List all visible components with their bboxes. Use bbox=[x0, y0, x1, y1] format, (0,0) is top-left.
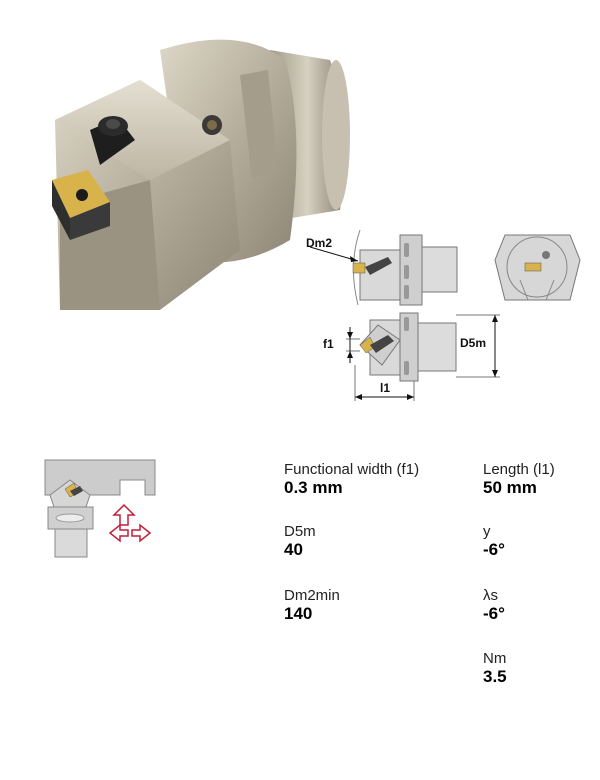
side-view-drawing bbox=[309, 229, 458, 306]
spec-value: 0.3 mm bbox=[284, 478, 343, 497]
l1-label: l1 bbox=[380, 381, 391, 395]
spec-value: 140 bbox=[284, 604, 313, 623]
dm2-label: Dm2 bbox=[306, 236, 333, 250]
spec-y: y -6° bbox=[483, 523, 505, 560]
d5m-label: D5m bbox=[460, 336, 487, 350]
product-photo bbox=[52, 39, 350, 310]
spec-value: 50 mm bbox=[483, 478, 537, 497]
spec-label: Nm bbox=[483, 650, 507, 667]
application-feed-icon bbox=[44, 459, 156, 558]
spec-lambda-s: λs -6° bbox=[483, 587, 505, 624]
spec-value: 40 bbox=[284, 540, 303, 559]
spec-nm: Nm 3.5 bbox=[483, 650, 507, 687]
spec-label: y bbox=[483, 523, 491, 540]
spec-dm2min: Dm2min 140 bbox=[284, 587, 340, 624]
spec-label: Dm2min bbox=[284, 587, 340, 604]
spec-d5m: D5m 40 bbox=[284, 523, 316, 560]
spec-label: Functional width (f1) bbox=[284, 461, 420, 478]
spec-value: -6° bbox=[483, 540, 505, 559]
spec-label: λs bbox=[483, 587, 498, 604]
spec-length: Length (l1) 50 mm bbox=[483, 461, 555, 498]
top-view-drawing bbox=[346, 312, 500, 401]
spec-label: D5m bbox=[284, 523, 316, 540]
f1-label: f1 bbox=[323, 337, 334, 351]
spec-value: 3.5 bbox=[483, 667, 507, 686]
end-view-drawing bbox=[494, 234, 581, 301]
spec-functional-width: Functional width (f1) 0.3 mm bbox=[284, 461, 419, 498]
spec-value: -6° bbox=[483, 604, 505, 623]
spec-label: Length (l1) bbox=[483, 461, 555, 478]
